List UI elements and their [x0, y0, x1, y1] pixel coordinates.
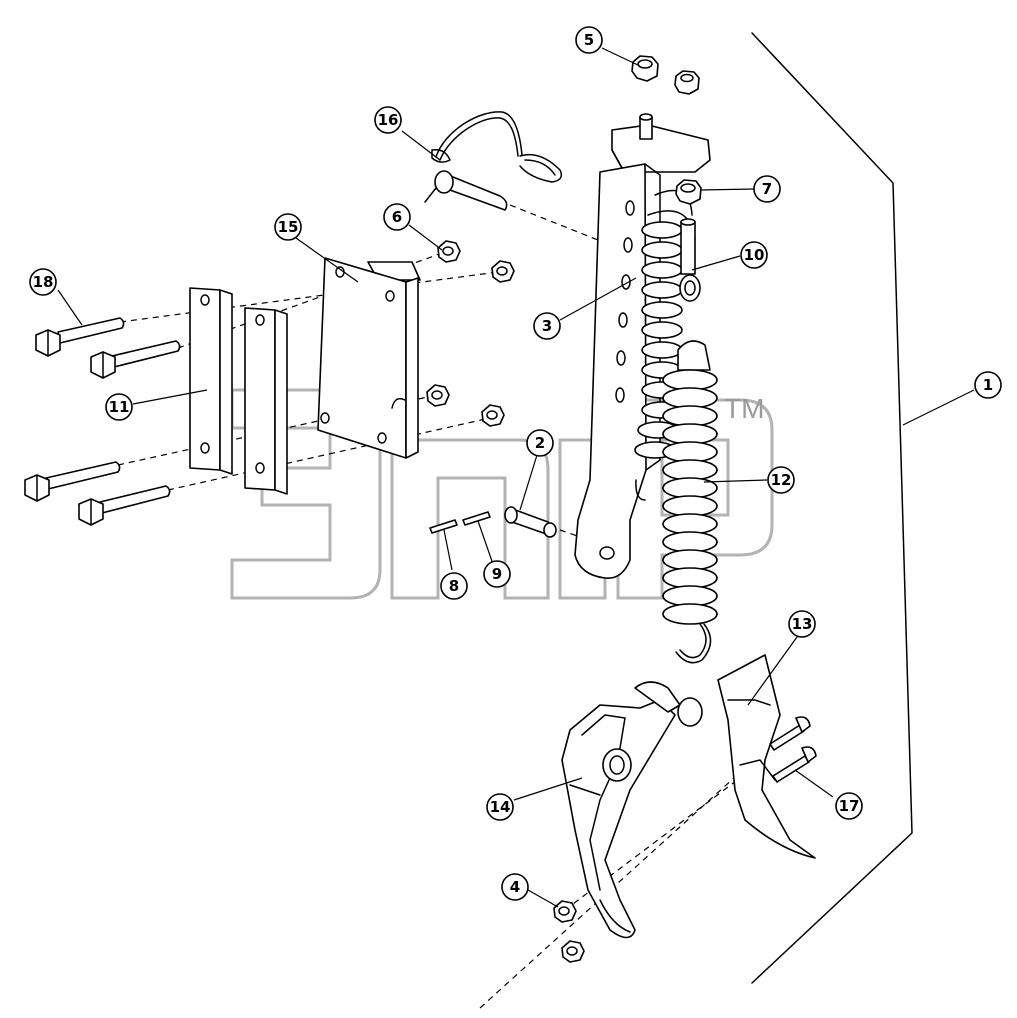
nut-7: [675, 179, 702, 205]
bolt-18-upper-a: [35, 317, 125, 357]
clevis-pin-16: [424, 111, 563, 211]
nut-6-group: [426, 240, 515, 427]
roll-pin-8: [429, 519, 458, 534]
spring-12: [662, 340, 718, 664]
eyebolt-10: [679, 218, 701, 302]
callout-3: 3: [533, 312, 561, 340]
trademark-text: TM: [724, 393, 764, 424]
bracket-plate-15: [317, 257, 421, 459]
callout-12: 12: [767, 466, 795, 494]
bolt-18-lower-a: [24, 461, 121, 502]
callout-14: 14: [486, 793, 514, 821]
callout-5: 5: [575, 26, 603, 54]
bolt-17-upper: [769, 716, 811, 751]
callout-label: 15: [278, 218, 299, 236]
callout-8: 8: [440, 572, 468, 600]
callout-label: 5: [584, 31, 594, 49]
callout-label: 11: [109, 398, 130, 416]
callout-label: 10: [744, 246, 765, 264]
callout-16: 16: [374, 106, 402, 134]
shank-holder-14: [561, 681, 703, 939]
bolt-17-lower: [772, 746, 817, 783]
callout-13: 13: [788, 610, 816, 638]
callout-label: 12: [771, 471, 792, 489]
callout-11: 11: [105, 393, 133, 421]
callout-label: 7: [762, 180, 772, 198]
bolt-18-upper-b: [90, 340, 181, 379]
strap-plate-11-left: [189, 287, 233, 475]
nut-5-pair: [631, 55, 700, 95]
callout-label: 17: [839, 797, 860, 815]
shovel-13: [717, 654, 816, 859]
callout-label: 6: [392, 208, 402, 226]
roll-pin-9: [462, 511, 491, 526]
callout-label: 14: [490, 798, 511, 816]
callout-15: 15: [274, 213, 302, 241]
nut-4-group: [553, 900, 585, 963]
shank-3: [574, 113, 711, 579]
strap-plate-11-right: [244, 307, 288, 495]
callout-17: 17: [835, 792, 863, 820]
bolt-18-lower-b: [78, 485, 171, 526]
callout-label: 8: [449, 577, 459, 595]
callout-4: 4: [501, 873, 529, 901]
callout-10: 10: [740, 241, 768, 269]
leader-lines: [57, 47, 975, 908]
callout-label: 4: [510, 878, 520, 896]
callout-label: 2: [535, 434, 545, 452]
callout-18: 18: [29, 268, 57, 296]
pin-2: [504, 506, 557, 538]
callout-label: 3: [542, 317, 552, 335]
callout-2: 2: [526, 429, 554, 457]
callout-label: 16: [378, 111, 399, 129]
callout-6: 6: [383, 203, 411, 231]
callout-label: 9: [492, 565, 502, 583]
callout-label: 1: [983, 376, 993, 394]
callout-7: 7: [753, 175, 781, 203]
callout-label: 13: [792, 615, 813, 633]
callout-1: 1: [974, 371, 1002, 399]
callout-9: 9: [483, 560, 511, 588]
callout-label: 18: [33, 273, 54, 291]
assembly-bracket: [751, 32, 913, 984]
